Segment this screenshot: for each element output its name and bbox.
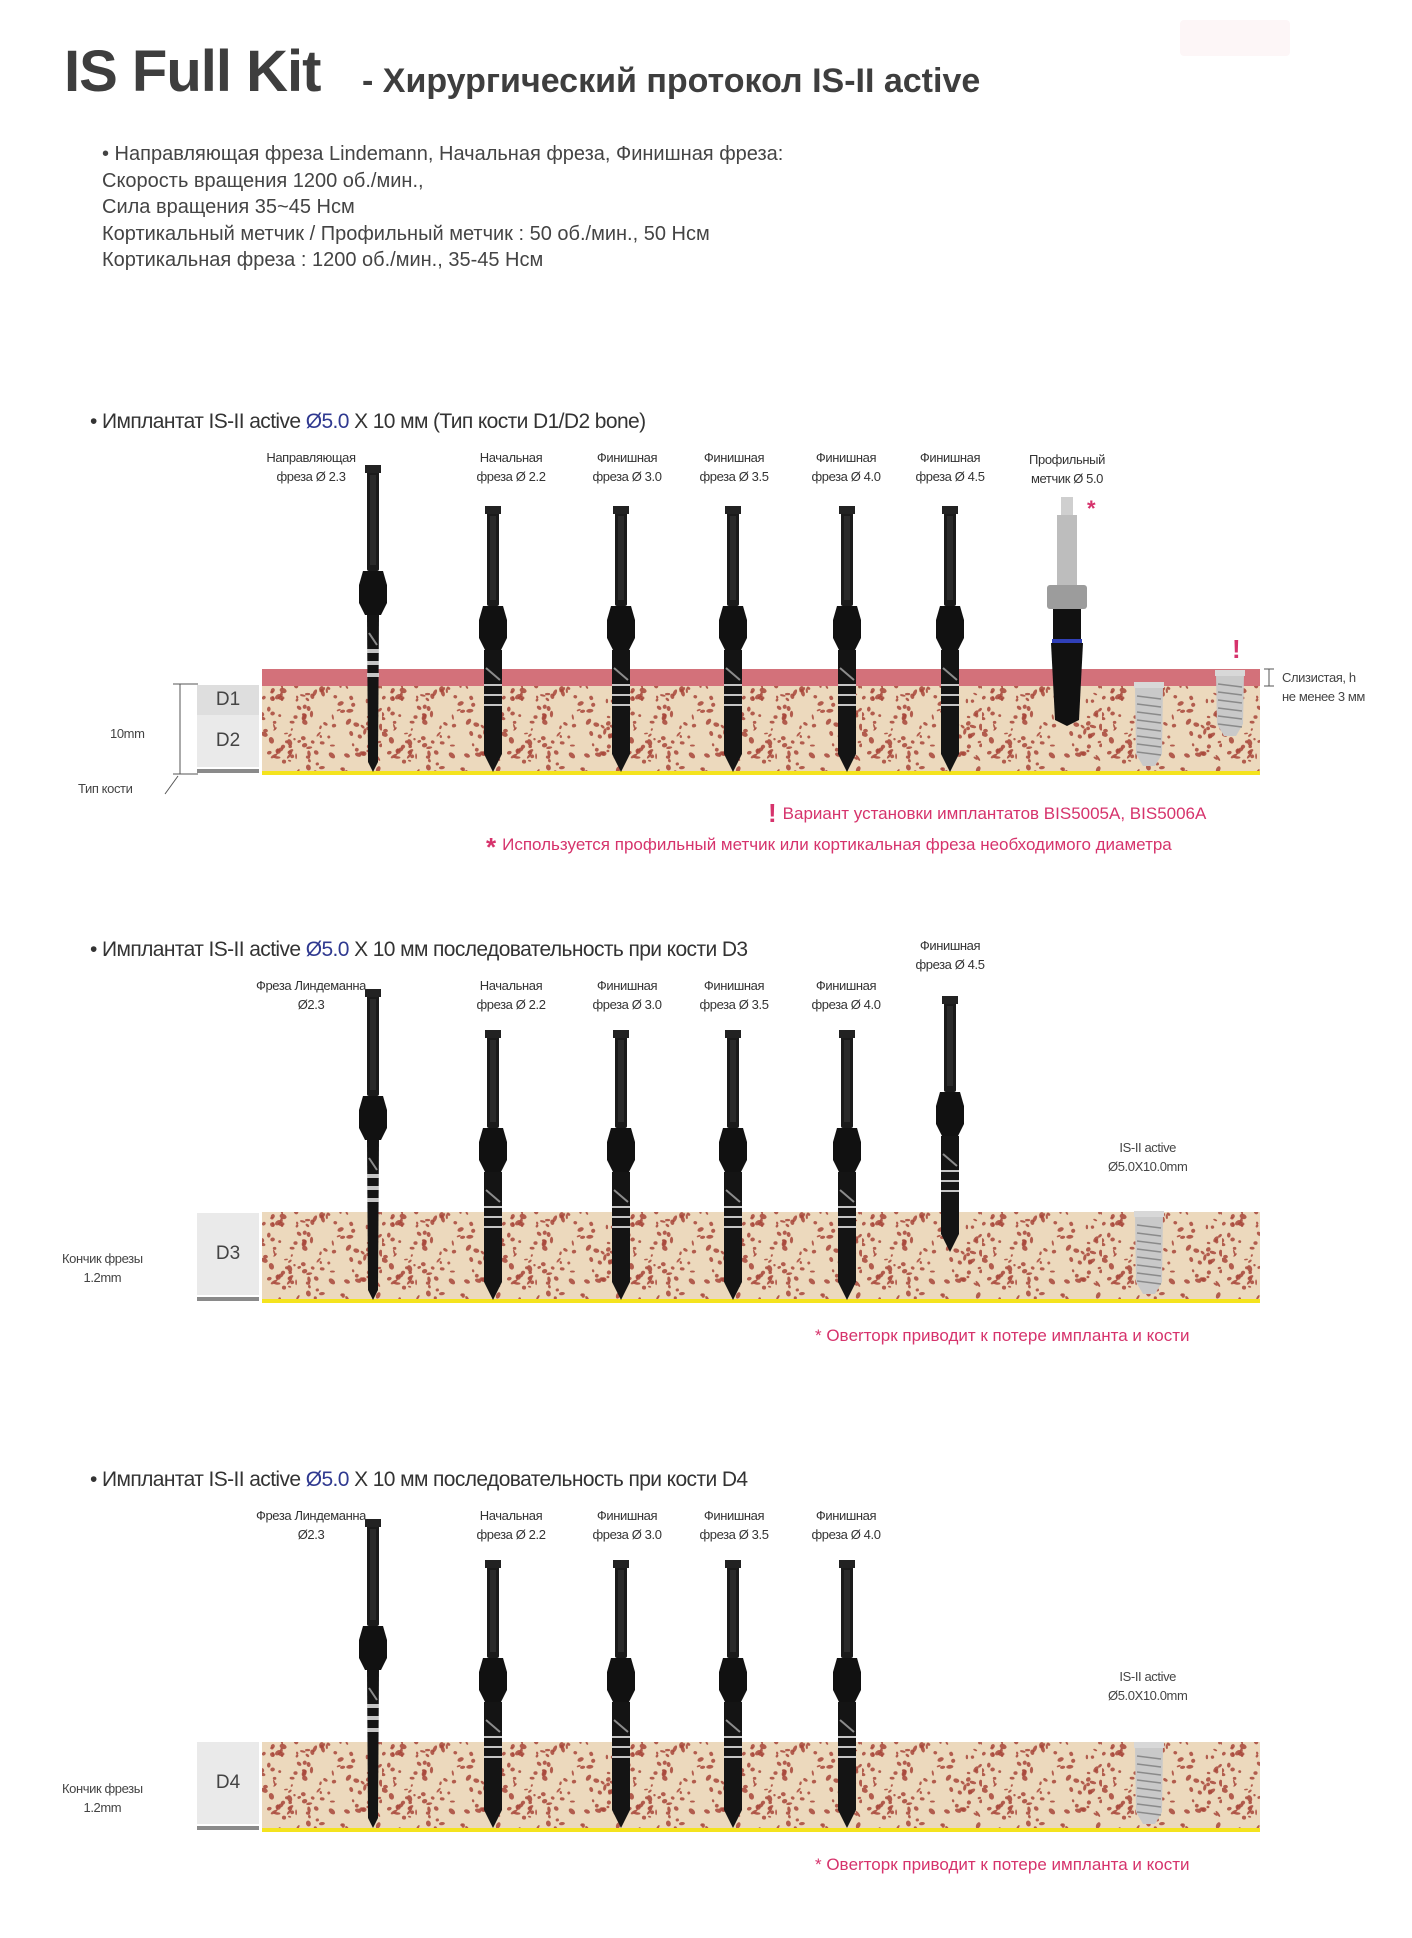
intro-line: Кортикальный метчик / Профильный метчик … (102, 222, 710, 245)
warning-overtorque: * Овerторк приводит к потере импланта и … (815, 1326, 1190, 1345)
page-subtitle: - Хирургический протокол IS-II active (362, 62, 981, 100)
implant-depth-line (262, 1828, 1260, 1832)
bang-mark: ! (1232, 634, 1241, 664)
bone-type-bar (197, 769, 259, 773)
gum-bracket (1264, 668, 1274, 687)
bone-type-d2: D2 (197, 715, 259, 767)
bone-type-d4: D4 (197, 1742, 259, 1824)
implant-depth-line (262, 771, 1260, 775)
star-mark: * (1087, 496, 1096, 521)
section-2-heading: • Имплантат IS-II active Ø5.0 X 10 мм по… (90, 938, 748, 961)
section-3-heading: • Имплантат IS-II active Ø5.0 X 10 мм по… (90, 1468, 748, 1491)
page-title: IS Full Kit (64, 39, 321, 104)
implant-depth-line (262, 1299, 1260, 1303)
depth-label: 10mm (110, 726, 145, 741)
section-1-heading: • Имплантат IS-II active Ø5.0 X 10 мм (Т… (90, 410, 646, 433)
bone-layer (262, 1742, 1260, 1828)
bone-type-d3: D3 (197, 1213, 259, 1295)
intro-text: • Направляющая фреза Lindemann, Начальна… (102, 141, 783, 274)
intro-line: • Направляющая фреза Lindemann, Начальна… (102, 143, 784, 165)
warning-implant-variant: !Вариант установки имплантатов BIS5005A,… (768, 798, 1207, 828)
corner-decoration (1180, 20, 1290, 56)
warning-overtorque: * Овerторк приводит к потере импланта и … (815, 1855, 1190, 1874)
intro-line: Сила вращения 35~45 Нсм (102, 196, 355, 218)
bone-layer (262, 686, 1260, 771)
bone-layer (262, 1212, 1260, 1299)
intro-line: Кортикальная фреза : 1200 об./мин., 35-4… (102, 249, 544, 271)
bone-type-d1: D1 (197, 685, 259, 715)
warning-profile-tap: *Используется профильный метчик или корт… (486, 832, 1172, 862)
gum-layer (262, 669, 1260, 686)
intro-line: Скорость вращения 1200 об./мин., (102, 169, 424, 192)
bone-type-label: Тип кости (78, 781, 133, 796)
depth-bracket (164, 683, 198, 795)
bone-type-bar (197, 1826, 259, 1830)
bone-type-bar (197, 1297, 259, 1301)
